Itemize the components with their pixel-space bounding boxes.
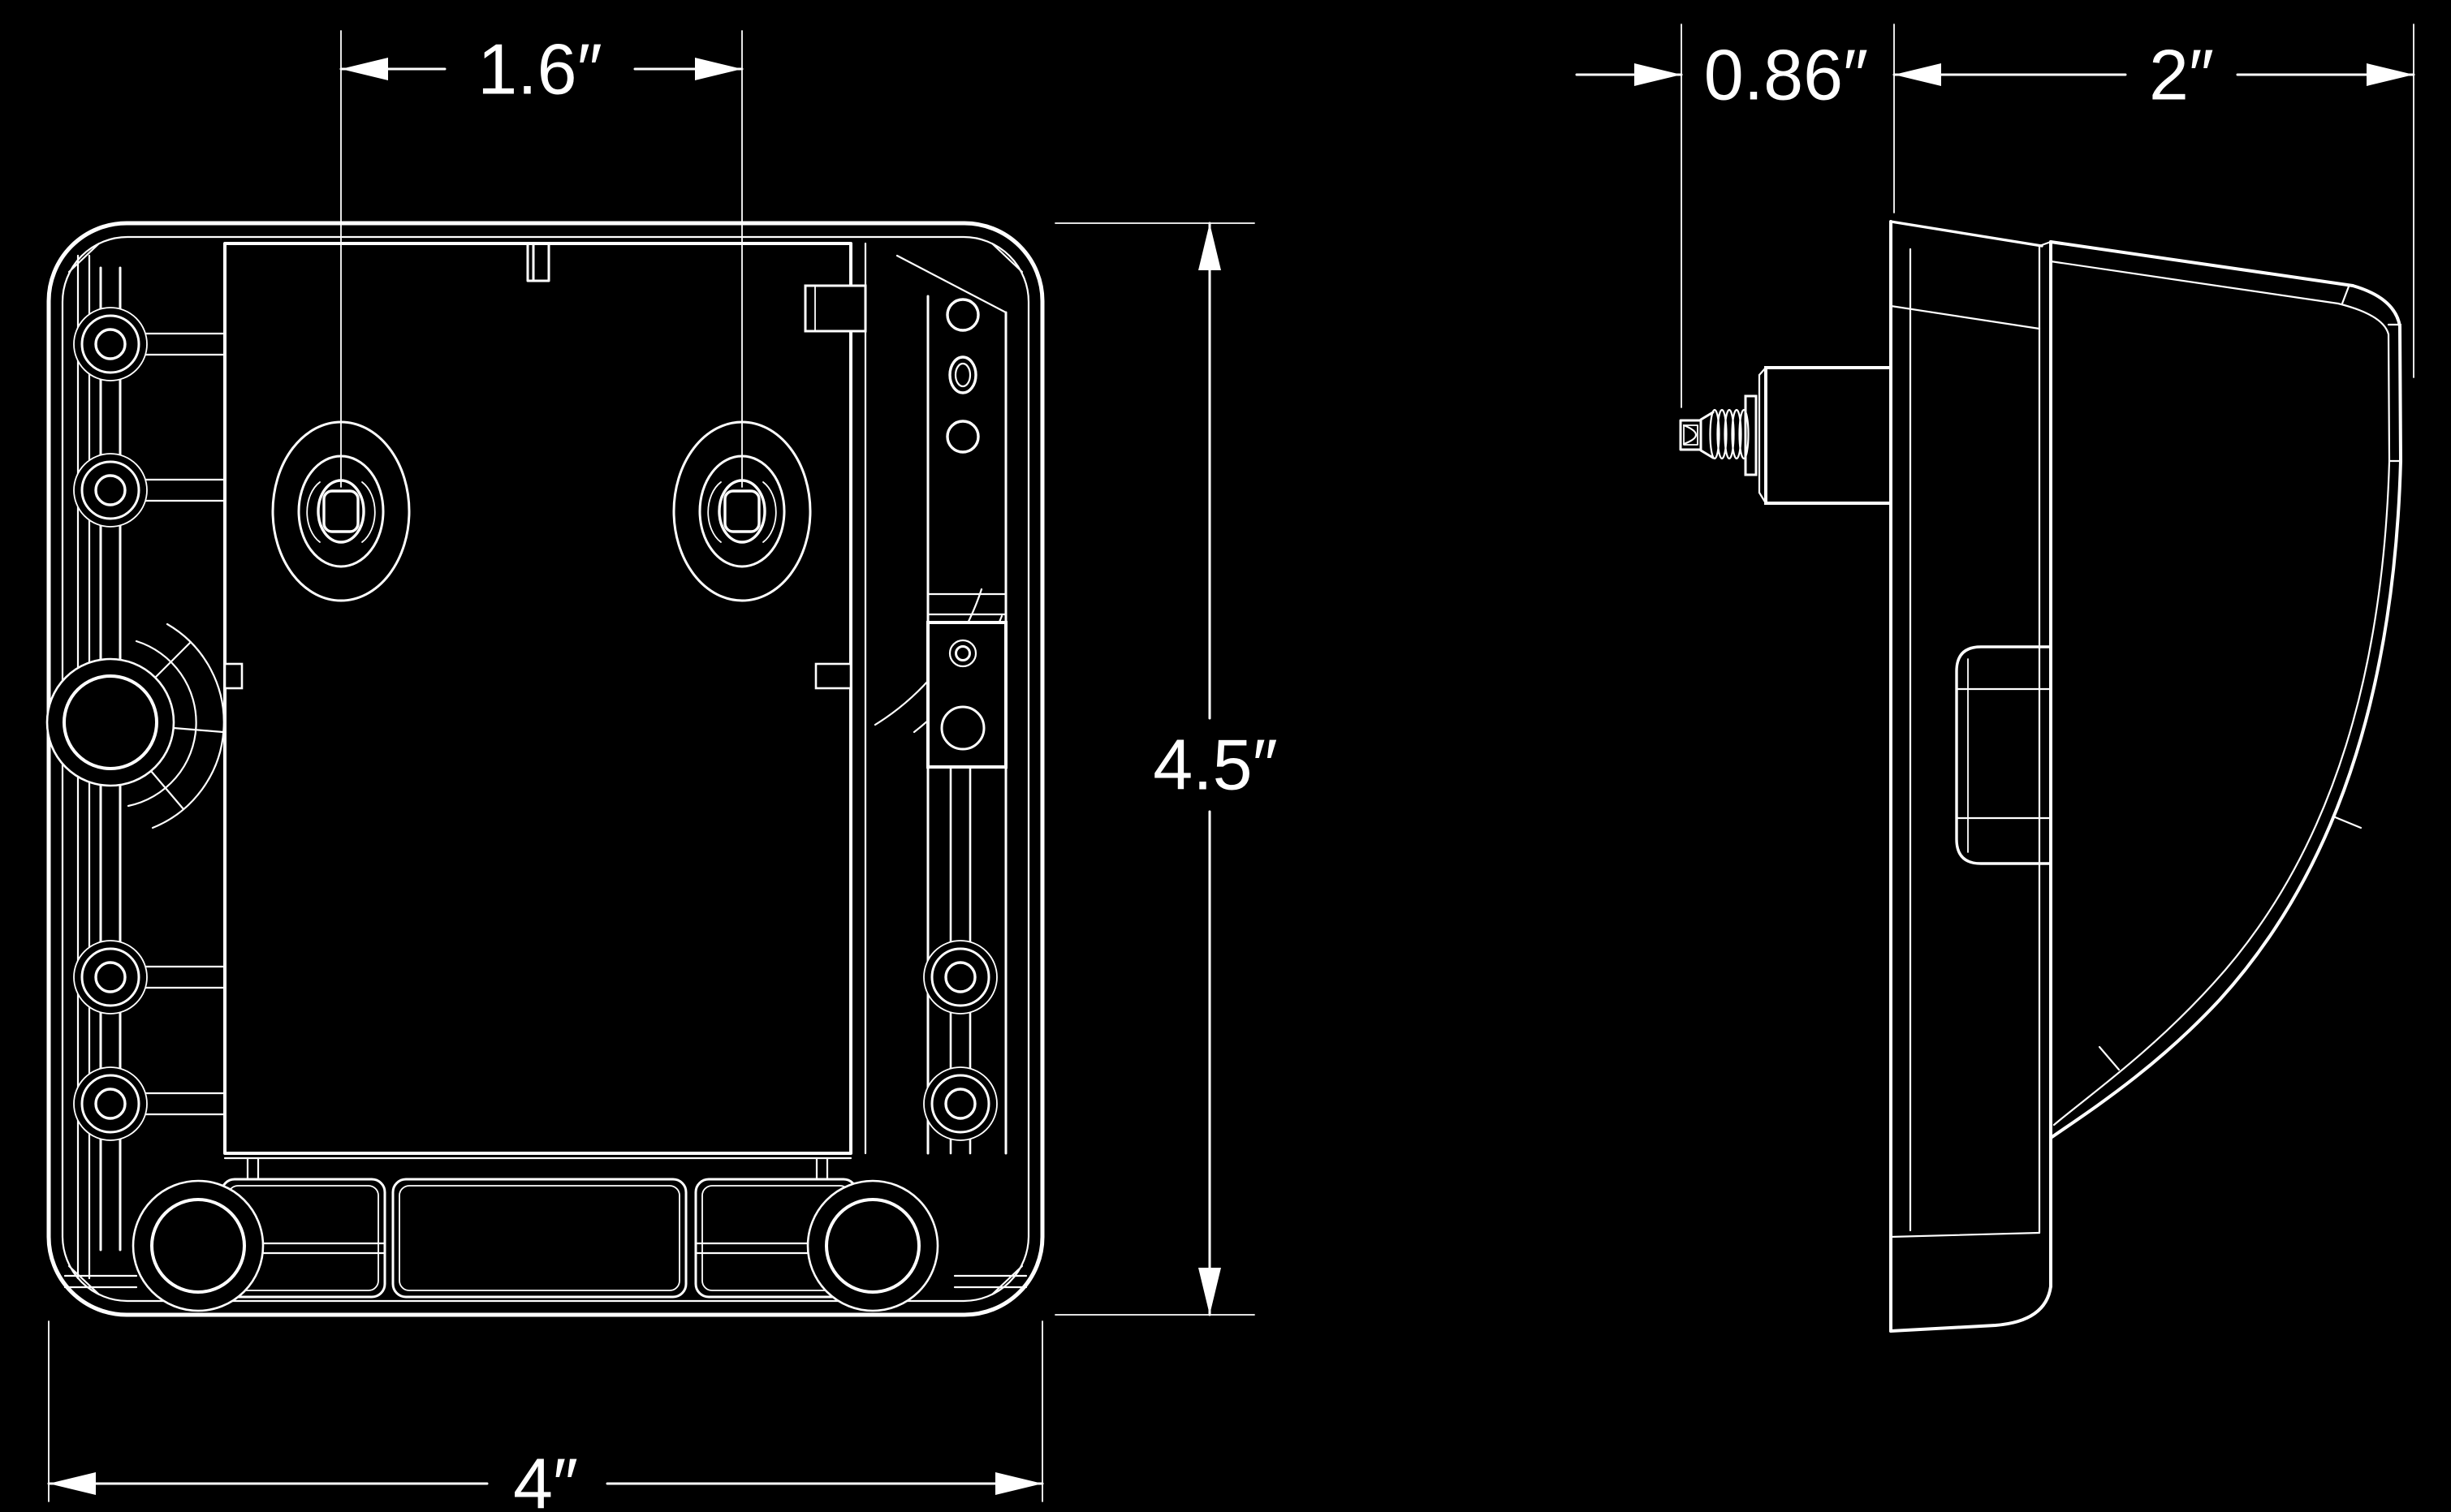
left-gusset-fan bbox=[127, 622, 225, 829]
plate-inner-offset bbox=[61, 235, 1030, 1303]
dim-overall-width-label: 4″ bbox=[513, 1444, 578, 1512]
arrow-left-icon bbox=[1894, 63, 1941, 86]
front-view-drawing bbox=[45, 30, 1045, 1317]
arrow-left-icon bbox=[341, 58, 388, 80]
dim-hole-spacing: 1.6″ bbox=[339, 29, 744, 110]
dim-overall-height-label: 4.5″ bbox=[1153, 725, 1277, 805]
arrow-down-icon bbox=[1198, 1268, 1221, 1315]
screw-bosses bbox=[73, 307, 998, 1141]
large-hole bbox=[45, 657, 175, 787]
arrow-left-icon bbox=[49, 1472, 96, 1495]
arrow-right-icon bbox=[995, 1472, 1042, 1495]
dim-overall-depth-label: 2″ bbox=[2149, 35, 2214, 115]
panel-right-tab bbox=[814, 662, 852, 690]
side-view-drawing bbox=[1679, 220, 2402, 1333]
right-rail bbox=[246, 254, 1008, 1181]
mounting-feet bbox=[132, 1179, 939, 1312]
strip-holes bbox=[946, 298, 980, 454]
side-shade-housing bbox=[2049, 240, 2402, 1139]
strip-screw-plate bbox=[926, 621, 1008, 769]
stud-threads bbox=[1709, 408, 1750, 460]
center-panel bbox=[223, 242, 852, 1155]
dim-stud-protrusion: 0.86″ bbox=[1575, 24, 1895, 408]
plate-outline bbox=[46, 221, 1045, 1317]
top-notch bbox=[526, 242, 550, 282]
arrow-right-icon bbox=[1634, 63, 1681, 86]
panel-left-tab bbox=[223, 662, 244, 690]
side-back-plate bbox=[1889, 220, 2052, 1333]
dim-overall-depth: 2″ bbox=[1892, 24, 2415, 378]
arrow-right-icon bbox=[695, 58, 742, 80]
arrow-up-icon bbox=[1198, 223, 1221, 270]
arrow-right-icon bbox=[2367, 63, 2414, 86]
dim-stud-protrusion-label: 0.86″ bbox=[1704, 35, 1868, 115]
latch-tab bbox=[804, 284, 867, 333]
stud-tip bbox=[1679, 411, 1715, 459]
dim-overall-height: 4.5″ bbox=[1055, 222, 1278, 1316]
threaded-stud bbox=[1679, 366, 1892, 505]
dim-overall-width: 4″ bbox=[47, 1320, 1044, 1512]
stud-body bbox=[1764, 366, 1892, 505]
corner-mitres bbox=[67, 242, 1024, 1296]
dim-hole-spacing-label: 1.6″ bbox=[477, 29, 602, 110]
stud-flange bbox=[1744, 394, 1758, 476]
side-clip-tab bbox=[1955, 645, 2052, 865]
